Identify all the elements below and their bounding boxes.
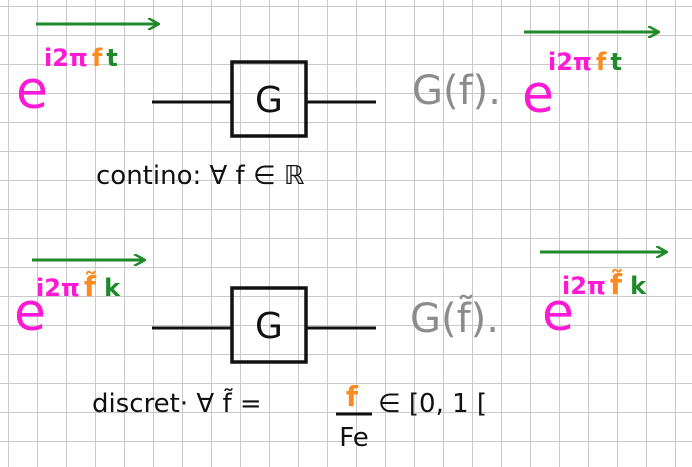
continuous-domain-note: contino: ∀ f ∈ ℝ	[96, 161, 305, 191]
discrete-note-prefix: discret· ∀ f̃ =	[92, 387, 262, 419]
continuous-output-f: f	[596, 48, 607, 76]
discrete-output-gain: G(f̃).	[410, 294, 499, 342]
discrete-note-suffix: ∈ [0, 1 [	[378, 389, 487, 419]
continuous-output-i2pi: i2π	[548, 48, 592, 76]
discrete-input-f: f̃	[84, 270, 97, 303]
continuous-system-block	[230, 60, 308, 138]
discrete-system-block	[230, 286, 308, 364]
discrete-domain-note: discret· ∀ f̃ = f Fe ∈ [0, 1 [	[92, 380, 487, 453]
continuous-block-label: G	[255, 80, 283, 121]
continuous-input-f: f	[92, 44, 103, 72]
discrete-output-i2pi: i2π	[562, 272, 606, 300]
discrete-output-base: e	[542, 283, 574, 343]
discrete-output-k: k	[630, 272, 647, 300]
continuous-output-gain: G(f).	[412, 68, 501, 114]
discrete-input-i2pi: i2π	[36, 274, 80, 302]
discrete-input-k: k	[104, 274, 121, 302]
continuous-input-base: e	[16, 61, 48, 121]
discrete-output-f: f̃	[610, 268, 623, 301]
discrete-block-label: G	[255, 306, 283, 347]
discrete-input-base: e	[14, 283, 46, 343]
discrete-frac-numerator: f	[346, 380, 359, 413]
continuous-output-t: t	[610, 48, 621, 76]
continuous-output-base: e	[522, 65, 554, 125]
discrete-frac-denominator: Fe	[339, 423, 369, 453]
continuous-input-i2pi: i2π	[44, 44, 88, 72]
continuous-input-t: t	[106, 44, 117, 72]
